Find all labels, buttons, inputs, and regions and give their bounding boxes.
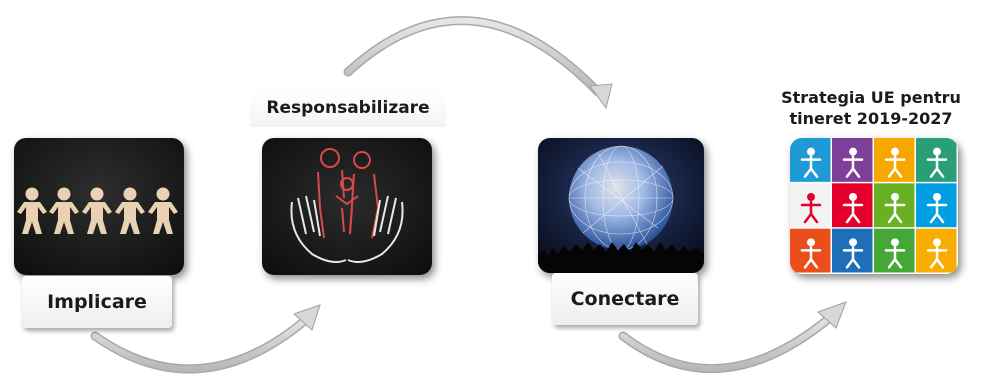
paper-chain-people-icon [14,138,184,275]
youth-goal-figure-icon [926,238,948,269]
arrow-conectare-to-strategia [618,301,847,374]
responsabilizare-label: Responsabilizare [250,89,446,127]
youth-goal-figure-icon [842,147,864,178]
youth-goal-figure-icon [842,193,864,224]
strategia-image [790,138,958,274]
youth-goal-figure-icon [884,238,906,269]
youth-goal-figure-icon [842,238,864,269]
youth-goal-figure-icon [884,193,906,224]
network-globe-crowd-icon [538,138,704,273]
implicare-label: Implicare [22,276,172,328]
youth-goal-figure-icon [926,147,948,178]
implicare-image [14,138,184,275]
arrow-implicare-to-responsabilizare [90,304,321,374]
responsabilizare-image [262,138,432,275]
strategia-label: Strategia UE pentru tineret 2019-2027 [760,87,982,133]
youth-goal-figure-icon [884,147,906,178]
conectare-image [538,138,704,273]
youth-goals-icon [790,138,957,273]
youth-goal-figure-icon [926,193,948,224]
youth-goal-figure-icon [800,147,822,178]
strategia-label-line1: Strategia UE pentru [781,88,961,107]
conectare-label: Conectare [552,273,698,325]
strategia-label-line2: tineret 2019-2027 [789,109,953,128]
youth-goal-figure-icon [800,238,822,269]
youth-goal-figure-icon [800,193,822,224]
arrow-responsabilizare-to-conectare [343,16,613,110]
family-in-hands-icon [262,138,432,275]
